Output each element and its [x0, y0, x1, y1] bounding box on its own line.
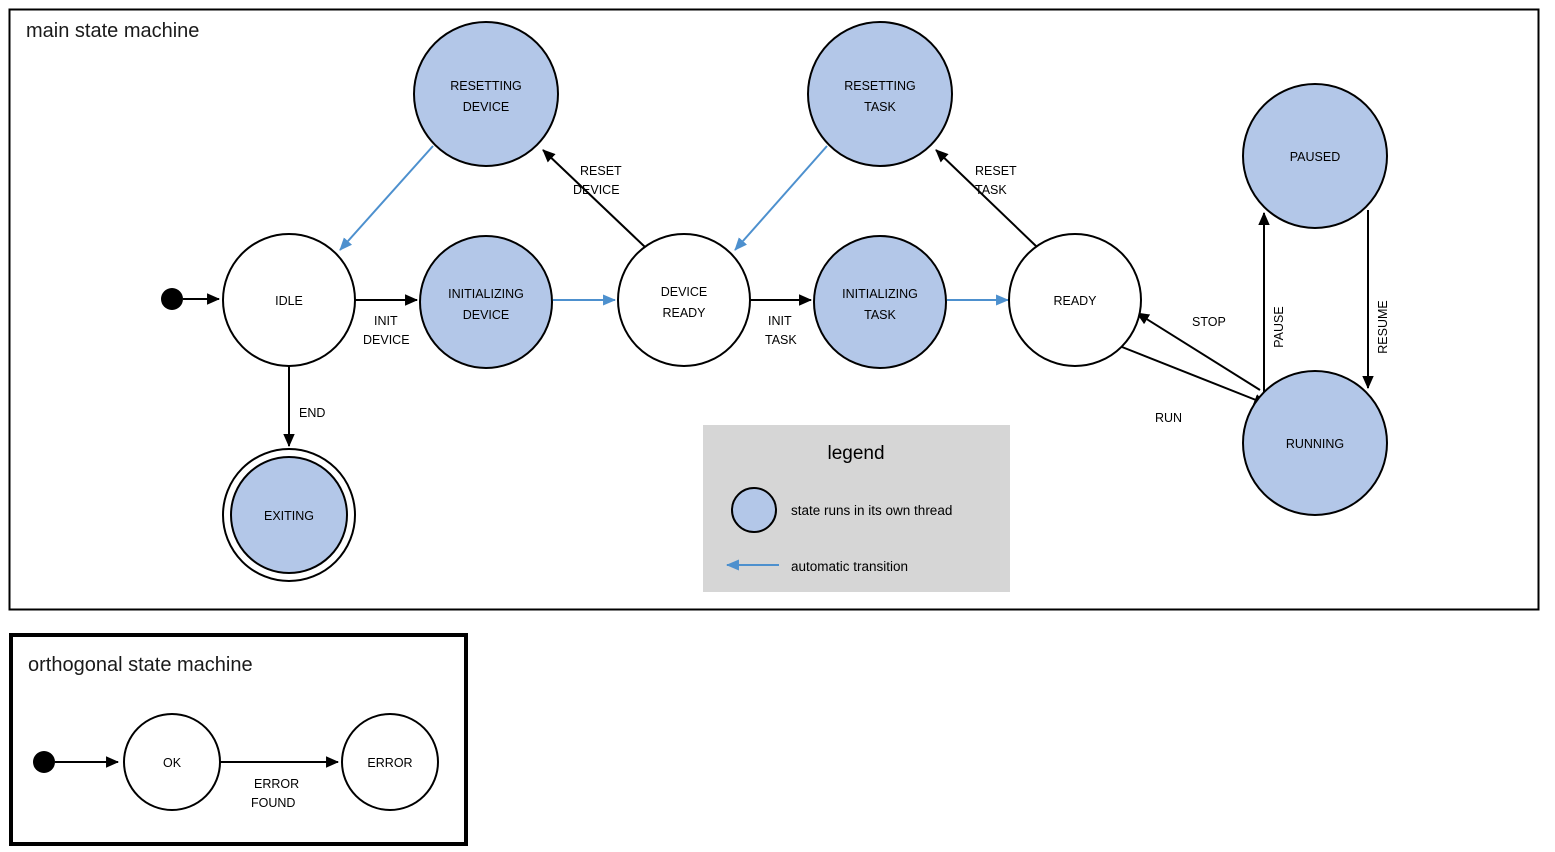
transition-running-paused: PAUSE	[1258, 211, 1286, 392]
initial-state-marker	[161, 288, 183, 310]
state-node-paused[interactable]: PAUSED	[1242, 83, 1388, 229]
transition-label-line2: FOUND	[251, 796, 295, 810]
blue-circle-swatch-icon	[731, 487, 777, 533]
state-node-initializing-device[interactable]: INITIALIZING DEVICE	[419, 235, 553, 369]
state-node-device-ready[interactable]: DEVICE READY	[617, 233, 751, 367]
legend: legend state runs in its own thread auto…	[703, 425, 1010, 592]
state-circle[interactable]	[813, 235, 947, 369]
state-node-error[interactable]: ERROR	[341, 713, 439, 811]
state-label: READY	[1053, 294, 1097, 308]
transition-label-line1: ERROR	[254, 777, 299, 791]
transition-label-line1: RESET	[580, 164, 622, 178]
transition-ok-error: ERROR FOUND	[220, 756, 340, 810]
state-label-line2: READY	[662, 306, 706, 320]
legend-entry-text: state runs in its own thread	[791, 503, 952, 518]
transition-start-idle	[161, 288, 221, 310]
transition-arrow	[1136, 312, 1261, 391]
state-label-line2: DEVICE	[463, 100, 510, 114]
state-label: IDLE	[275, 294, 303, 308]
transition-label-line2: DEVICE	[363, 333, 410, 347]
state-label-line1: DEVICE	[661, 285, 708, 299]
transition-label: END	[299, 406, 325, 420]
transition-arrow-auto	[734, 145, 828, 251]
transition-arrow	[1121, 346, 1267, 405]
state-label: PAUSED	[1290, 150, 1340, 164]
orthogonal-frame-title: orthogonal state machine	[28, 654, 253, 676]
state-label: ERROR	[367, 756, 412, 770]
state-circle[interactable]	[1008, 233, 1142, 367]
state-label-line2: TASK	[864, 100, 896, 114]
state-node-initializing-task[interactable]: INITIALIZING TASK	[813, 235, 947, 369]
state-node-ready[interactable]: READY	[1008, 233, 1142, 367]
transition-paused-running: RESUME	[1362, 210, 1390, 390]
state-circle[interactable]	[341, 713, 439, 811]
state-node-running[interactable]: RUNNING	[1242, 370, 1388, 516]
state-label: EXITING	[264, 509, 314, 523]
state-circle[interactable]	[123, 713, 221, 811]
transition-resetting-task-device-ready	[734, 145, 828, 251]
initial-state-marker	[33, 751, 55, 773]
main-transitions: INIT DEVICE RESET DEVICE INIT TASK	[161, 145, 1390, 448]
orthogonal-transitions: ERROR FOUND	[33, 751, 340, 810]
state-circle[interactable]	[617, 233, 751, 367]
legend-entry-text: automatic transition	[791, 559, 908, 574]
transition-label: PAUSE	[1272, 306, 1286, 347]
transition-arrow	[542, 149, 646, 248]
transition-label: STOP	[1192, 315, 1226, 329]
state-node-exiting[interactable]: EXITING	[222, 448, 356, 582]
state-label: RUNNING	[1286, 437, 1344, 451]
main-frame-title: main state machine	[26, 20, 199, 42]
state-circle[interactable]	[413, 21, 559, 167]
transition-arrow-auto	[339, 145, 434, 251]
transition-idle-init-device: INIT DEVICE	[355, 294, 419, 347]
state-label-line1: RESETTING	[844, 79, 916, 93]
transition-label-line1: INIT	[374, 314, 398, 328]
transition-resetting-device-idle	[339, 145, 434, 251]
transition-ready-running: RUN	[1121, 346, 1267, 425]
transition-start-ok	[33, 751, 120, 773]
transition-label-line1: INIT	[768, 314, 792, 328]
state-circle[interactable]	[230, 456, 348, 574]
main-states: IDLE RESETTING DEVICE INITIALIZING DEVIC…	[222, 21, 1388, 582]
transition-label-line2: DEVICE	[573, 183, 620, 197]
state-circle[interactable]	[1242, 370, 1388, 516]
transition-label-line2: TASK	[975, 183, 1007, 197]
transition-label-line1: RESET	[975, 164, 1017, 178]
state-label-line2: DEVICE	[463, 308, 510, 322]
state-node-resetting-task[interactable]: RESETTING TASK	[807, 21, 953, 167]
transition-ready-resetting-task: RESET TASK	[935, 149, 1038, 248]
state-node-resetting-device[interactable]: RESETTING DEVICE	[413, 21, 559, 167]
legend-entry-threaded-state: state runs in its own thread	[731, 487, 952, 533]
state-label-line1: INITIALIZING	[842, 287, 918, 301]
transition-label: RUN	[1155, 411, 1182, 425]
transition-device-ready-resetting-device: RESET DEVICE	[542, 149, 646, 248]
transition-label: RESUME	[1376, 300, 1390, 353]
transition-device-ready-init-task: INIT TASK	[750, 294, 813, 347]
state-label-line1: INITIALIZING	[448, 287, 524, 301]
transition-running-ready: STOP	[1136, 312, 1261, 391]
state-node-idle[interactable]: IDLE	[222, 233, 356, 367]
state-circle[interactable]	[1242, 83, 1388, 229]
state-circle[interactable]	[222, 233, 356, 367]
transition-label-line2: TASK	[765, 333, 797, 347]
transition-idle-exiting: END	[283, 366, 325, 448]
state-label-line1: RESETTING	[450, 79, 522, 93]
state-node-ok[interactable]: OK	[123, 713, 221, 811]
state-label-line2: TASK	[864, 308, 896, 322]
legend-title: legend	[827, 443, 884, 464]
state-circle[interactable]	[419, 235, 553, 369]
transition-arrow	[935, 149, 1038, 248]
state-label: OK	[163, 756, 182, 770]
state-circle[interactable]	[807, 21, 953, 167]
legend-entry-automatic-transition: automatic transition	[725, 559, 908, 574]
orthogonal-states: OK ERROR	[123, 713, 439, 811]
